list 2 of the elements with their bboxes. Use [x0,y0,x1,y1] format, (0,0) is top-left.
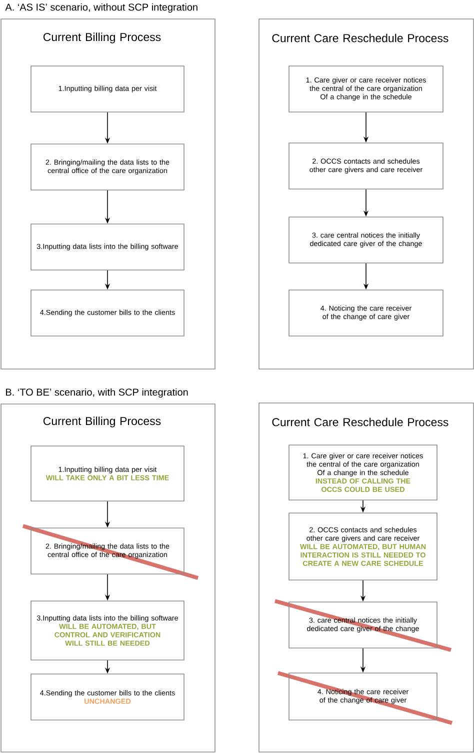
section-heading: A. ‘AS IS’ scenario, without SCP integration [5,3,198,13]
section-heading: B. ‘TO BE’ scenario, with SCP integration [6,388,188,398]
